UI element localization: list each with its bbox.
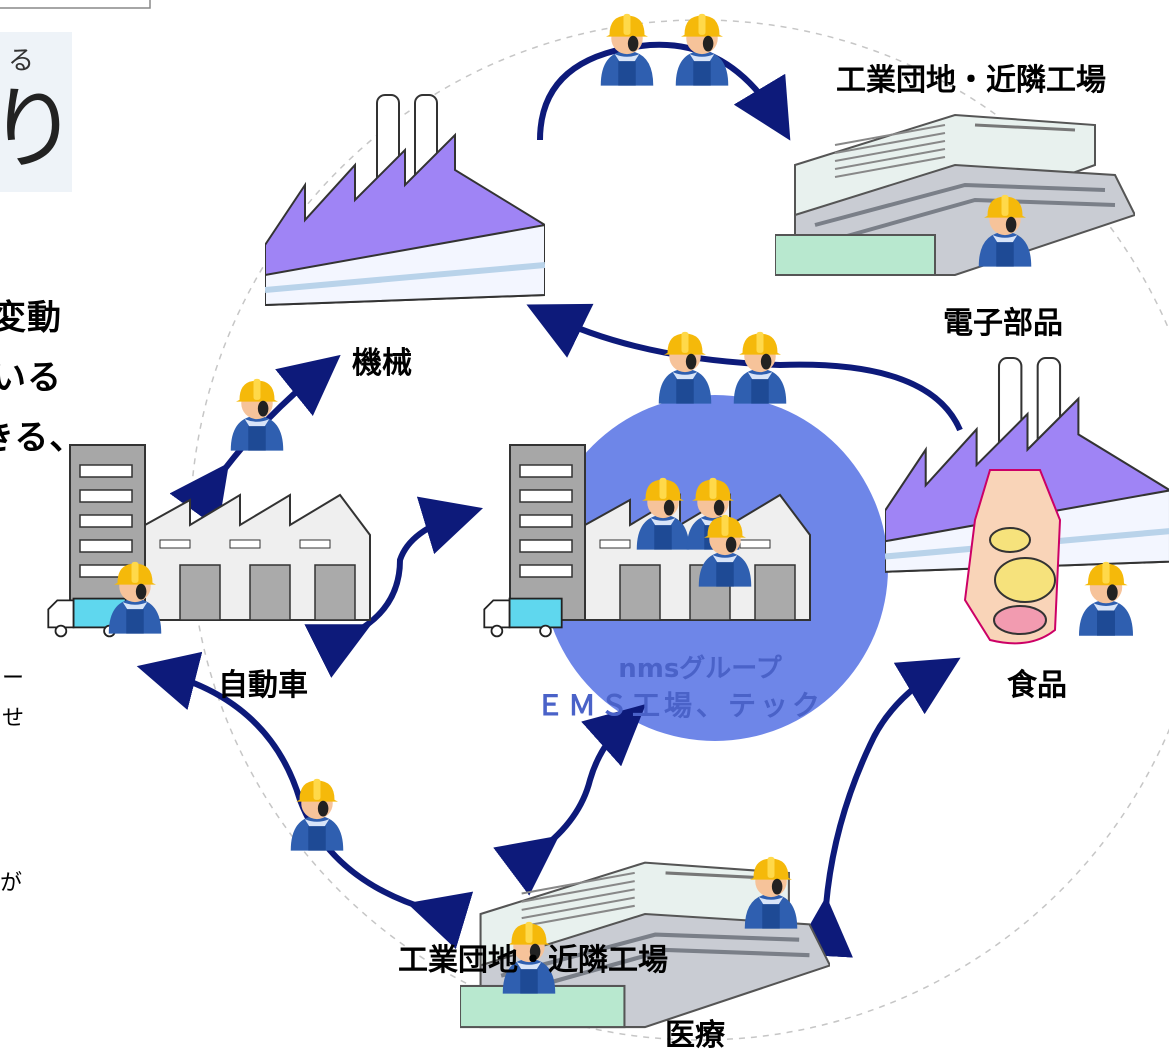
arrow-food-to-machinery: [526, 303, 963, 432]
arrow-auto-medical: [136, 651, 474, 950]
left-fragment-3: きる、: [0, 418, 85, 458]
label-nms-group: nmsグループ: [618, 654, 782, 684]
left-fragment-2: いる: [0, 358, 62, 398]
corner-frame: [0, 0, 151, 9]
arrow-medical-ems: [493, 704, 646, 896]
left-fragment-5: せ: [2, 706, 25, 731]
corner-big-text: り: [0, 77, 78, 182]
label-automotive: 自動車: [218, 668, 308, 703]
worker-icon: [1079, 561, 1133, 636]
left-fragment-4: ー: [2, 666, 25, 691]
label-industrial-park-bottom: 工業団地・近隣工場: [398, 943, 668, 978]
label-food: 食品: [1007, 668, 1067, 703]
left-fragment-1: 変動: [0, 298, 62, 338]
electronics-campus-icon: [775, 115, 1135, 275]
label-industrial-park-top: 工業団地・近隣工場: [836, 63, 1106, 98]
arrows: [136, 41, 963, 958]
label-ems-factory: ＥＭＳ工場、テック: [535, 689, 824, 722]
label-machinery: 機械: [352, 346, 412, 381]
arrow-medical-food: [793, 657, 961, 958]
left-fragment-6: が: [0, 871, 23, 896]
arrow-auto-ems: [304, 496, 483, 678]
ems-truck-icon: [483, 597, 563, 638]
food-jar-icon: [963, 469, 1062, 645]
worker-icon: [658, 331, 712, 404]
arrow-machinery-to-electronics: [537, 41, 791, 141]
label-electronics: 電子部品: [943, 306, 1063, 341]
machinery-factory-icon: [265, 95, 545, 305]
label-medical: 医療: [665, 1018, 725, 1053]
corner-small-text: る: [8, 46, 35, 76]
corner-panel: [0, 32, 72, 192]
